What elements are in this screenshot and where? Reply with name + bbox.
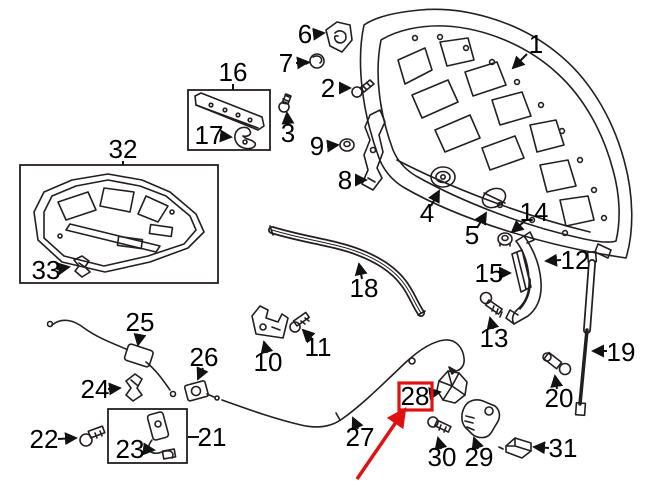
highlight-annotation	[355, 381, 434, 480]
leader-to-part-24	[107, 382, 122, 396]
leader-to-part-12	[544, 253, 562, 267]
part-20-drawing	[542, 351, 572, 376]
part-3-label[interactable]: 3	[281, 118, 295, 148]
part-22-label[interactable]: 22	[30, 424, 59, 454]
part-4-drawing	[430, 166, 456, 188]
part-20-label[interactable]: 20	[545, 383, 574, 413]
part-12-drawing	[505, 231, 542, 325]
part-25-drawing	[46, 319, 177, 398]
part-26-label[interactable]: 26	[190, 342, 219, 372]
leader-to-part-5	[474, 211, 488, 229]
part-30-label[interactable]: 30	[428, 442, 457, 472]
part-23-label[interactable]: 23	[116, 434, 145, 464]
leader-to-part-23	[142, 442, 156, 456]
leader-to-part-29	[471, 436, 484, 451]
part-32-label[interactable]: 32	[109, 134, 138, 164]
part-12-label[interactable]: 12	[561, 245, 590, 275]
leader-to-part-27	[351, 416, 364, 431]
part-14-drawing	[497, 232, 513, 247]
part-26-drawing	[183, 380, 220, 402]
part-3-drawing	[278, 93, 292, 113]
part-7-drawing	[305, 53, 325, 69]
part-29-label[interactable]: 29	[465, 442, 494, 472]
part-5-label[interactable]: 5	[465, 220, 479, 250]
part-8-label[interactable]: 8	[338, 165, 352, 195]
part-28-drawing	[436, 370, 468, 404]
leader-to-part-9	[326, 139, 340, 153]
part-33-label[interactable]: 33	[32, 255, 61, 285]
part-11-label[interactable]: 11	[305, 332, 332, 362]
part-6-drawing	[325, 21, 353, 53]
part-16-label[interactable]: 16	[219, 57, 248, 87]
leader-to-part-11	[301, 328, 316, 343]
part-15-drawing	[511, 249, 532, 293]
part-2-drawing	[351, 79, 375, 98]
part-18-drawing	[268, 225, 426, 317]
part-19-label[interactable]: 19	[607, 337, 636, 367]
part-7-label[interactable]: 7	[279, 48, 293, 78]
part-11-drawing	[289, 311, 311, 333]
part-13-label[interactable]: 13	[480, 323, 509, 353]
leader-to-part-31	[532, 441, 550, 455]
part-9-drawing	[339, 138, 355, 152]
leader-to-part-17	[219, 129, 233, 143]
part-6-label[interactable]: 6	[298, 19, 312, 49]
part-17-label[interactable]: 17	[195, 120, 224, 150]
part-10-drawing	[251, 305, 289, 339]
part-15-label[interactable]: 15	[475, 258, 504, 288]
part-21-label[interactable]: 21	[198, 422, 227, 452]
leader-to-part-25	[133, 332, 147, 347]
part-18-label[interactable]: 18	[350, 273, 379, 303]
leader-to-part-28	[428, 387, 442, 400]
part-28-label[interactable]: 28	[401, 381, 430, 411]
leader-to-part-33	[56, 262, 71, 276]
part-2-label[interactable]: 2	[321, 73, 335, 103]
part-8-drawing	[361, 109, 386, 191]
leader-to-part-3	[281, 111, 295, 125]
part-1-hood-drawing	[359, 8, 633, 259]
part-31-drawing	[498, 437, 532, 459]
highlight-box-part-28	[397, 381, 434, 412]
leader-to-part-4	[428, 189, 440, 207]
part-5-drawing	[481, 187, 507, 209]
leader-to-part-1	[511, 53, 528, 70]
part-29-drawing	[461, 399, 501, 439]
leader-to-part-20	[550, 374, 564, 390]
leader-to-part-30	[434, 436, 448, 451]
leader-to-part-10	[260, 340, 274, 355]
leader-to-part-13	[486, 316, 500, 331]
part-23-latch-drawing	[146, 411, 177, 460]
leader-to-part-7	[295, 56, 310, 70]
part-16-strip-drawing	[194, 92, 265, 131]
part-31-label[interactable]: 31	[549, 433, 578, 463]
part-19-drawing	[574, 250, 598, 417]
part-22-drawing	[79, 425, 106, 447]
part-17-drawing	[234, 126, 257, 150]
part-13-drawing	[479, 291, 503, 318]
part-27-label[interactable]: 27	[346, 422, 375, 452]
group-box-21	[107, 408, 188, 464]
leader-to-part-26	[196, 366, 209, 381]
highlight-arrow	[355, 407, 407, 480]
part-30-drawing	[427, 416, 452, 433]
part-4-label[interactable]: 4	[420, 198, 434, 228]
leader-to-part-14	[510, 219, 527, 234]
part-9-label[interactable]: 9	[310, 131, 324, 161]
part-24-drawing	[125, 373, 143, 402]
part-1-label[interactable]: 1	[529, 29, 543, 59]
leader-to-part-22	[57, 432, 78, 446]
group-box-16	[187, 89, 271, 151]
part-14-label[interactable]: 14	[520, 197, 549, 227]
part-24-label[interactable]: 24	[81, 374, 110, 404]
part-25-label[interactable]: 25	[126, 307, 155, 337]
leader-to-part-18	[354, 262, 368, 280]
part-10-label[interactable]: 10	[254, 347, 283, 377]
leader-to-part-6	[312, 27, 326, 41]
group-box-32	[19, 164, 219, 284]
